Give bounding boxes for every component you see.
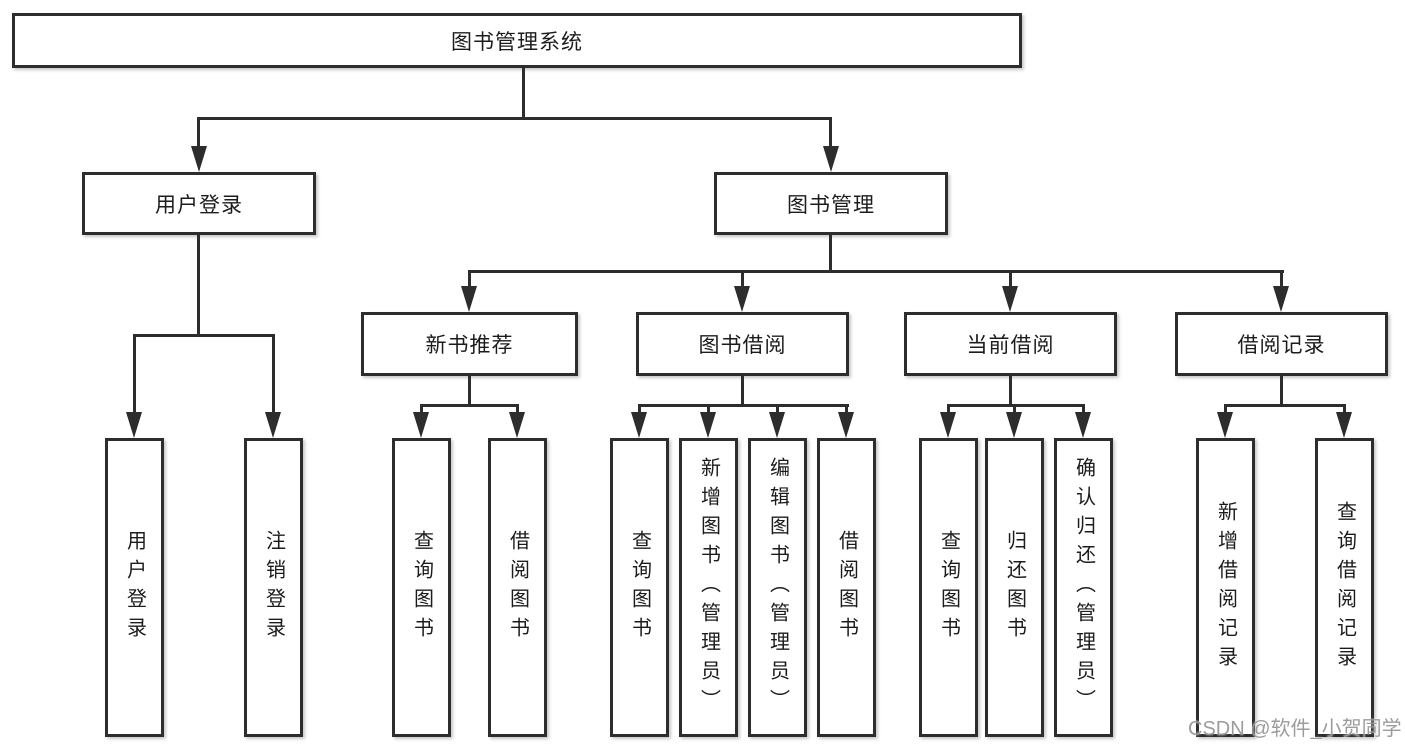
connector-line [468, 270, 471, 300]
arrowhead-down-icon [1336, 412, 1352, 438]
connector-line [741, 376, 744, 406]
arrowhead-down-icon [1006, 412, 1022, 438]
node-label: 查询图书 [937, 529, 960, 646]
connector-line [741, 270, 744, 300]
leaf-borrow-books: 借阅图书 [817, 438, 876, 737]
arrowhead-down-icon [823, 146, 839, 172]
arrowhead-down-icon [1273, 286, 1289, 312]
arrowhead-down-icon [191, 146, 207, 172]
connector-line [197, 235, 200, 335]
node-user-login: 用户登录 [82, 172, 316, 235]
arrowhead-down-icon [461, 286, 477, 312]
connector-line [947, 404, 1085, 407]
node-label: 新增借阅记录 [1214, 500, 1237, 675]
leaf-confirm-return-admin: 确认归还（管理员） [1054, 438, 1113, 737]
connector-line [522, 68, 525, 118]
node-label: 借阅图书 [835, 529, 858, 646]
leaf-add-books-admin: 新增图书（管理员） [679, 438, 738, 737]
node-label: 注销登录 [262, 529, 285, 646]
arrowhead-down-icon [769, 412, 785, 438]
arrowhead-down-icon [734, 286, 750, 312]
leaf-query-borrow-record: 查询借阅记录 [1315, 438, 1374, 737]
arrowhead-down-icon [413, 412, 429, 438]
csdn-watermark: CSDN @软件_小贺同学 [1188, 718, 1402, 740]
connector-line [638, 404, 849, 407]
connector-line [197, 117, 831, 120]
node-library-management-system: 图书管理系统 [12, 13, 1022, 68]
arrowhead-down-icon [126, 412, 142, 438]
connector-line [420, 404, 519, 407]
arrowhead-down-icon [838, 412, 854, 438]
node-label: 借阅记录 [1237, 334, 1326, 357]
connector-line [197, 117, 200, 151]
connector-line [1009, 376, 1012, 406]
node-label: 图书管理 [787, 193, 875, 217]
leaf-borrow-books-recommend: 借阅图书 [488, 438, 547, 737]
connector-line [272, 334, 275, 416]
leaf-query-books-borrow: 查询图书 [610, 438, 669, 737]
node-new-book-recommendation: 新书推荐 [361, 312, 578, 376]
node-label: 新书推荐 [425, 334, 514, 357]
connector-line [829, 235, 832, 272]
arrowhead-down-icon [1217, 412, 1233, 438]
node-label: 查询图书 [410, 529, 433, 646]
node-book-borrowing: 图书借阅 [636, 312, 849, 376]
arrowhead-down-icon [509, 412, 525, 438]
node-label: 借阅图书 [506, 529, 529, 646]
leaf-query-books-recommend: 查询图书 [392, 438, 451, 737]
node-label: 图书管理系统 [451, 30, 583, 54]
node-borrowing-records: 借阅记录 [1175, 312, 1388, 376]
node-label: 当前借阅 [966, 334, 1055, 357]
leaf-add-borrow-record: 新增借阅记录 [1196, 438, 1255, 737]
leaf-return-books: 归还图书 [985, 438, 1044, 737]
connector-line [1280, 270, 1283, 300]
leaf-query-books-current: 查询图书 [919, 438, 978, 737]
connector-line [1009, 270, 1012, 300]
leaf-edit-books-admin: 编辑图书（管理员） [748, 438, 807, 737]
node-label: 用户登录 [123, 529, 146, 646]
connector-line [1280, 376, 1283, 406]
node-label: 归还图书 [1003, 529, 1026, 646]
arrowhead-down-icon [1075, 412, 1091, 438]
arrowhead-down-icon [631, 412, 647, 438]
node-label: 确认归还（管理员） [1072, 457, 1095, 718]
arrowhead-down-icon [265, 412, 281, 438]
arrowhead-down-icon [1002, 286, 1018, 312]
node-current-borrowing: 当前借阅 [904, 312, 1117, 376]
connector-line [468, 270, 1284, 273]
node-book-management: 图书管理 [714, 172, 948, 235]
connector-line [133, 334, 136, 416]
connector-line [468, 376, 471, 406]
arrowhead-down-icon [940, 412, 956, 438]
leaf-user-login: 用户登录 [105, 438, 164, 737]
connector-line [133, 334, 275, 337]
leaf-logout: 注销登录 [244, 438, 303, 737]
node-label: 用户登录 [155, 193, 243, 217]
connector-line [829, 117, 832, 151]
arrowhead-down-icon [700, 412, 716, 438]
node-label: 图书借阅 [698, 334, 787, 357]
node-label: 新增图书（管理员） [697, 457, 720, 718]
node-label: 编辑图书（管理员） [766, 457, 789, 718]
node-label: 查询图书 [628, 529, 651, 646]
node-label: 查询借阅记录 [1333, 500, 1356, 675]
connector-line [1224, 404, 1346, 407]
